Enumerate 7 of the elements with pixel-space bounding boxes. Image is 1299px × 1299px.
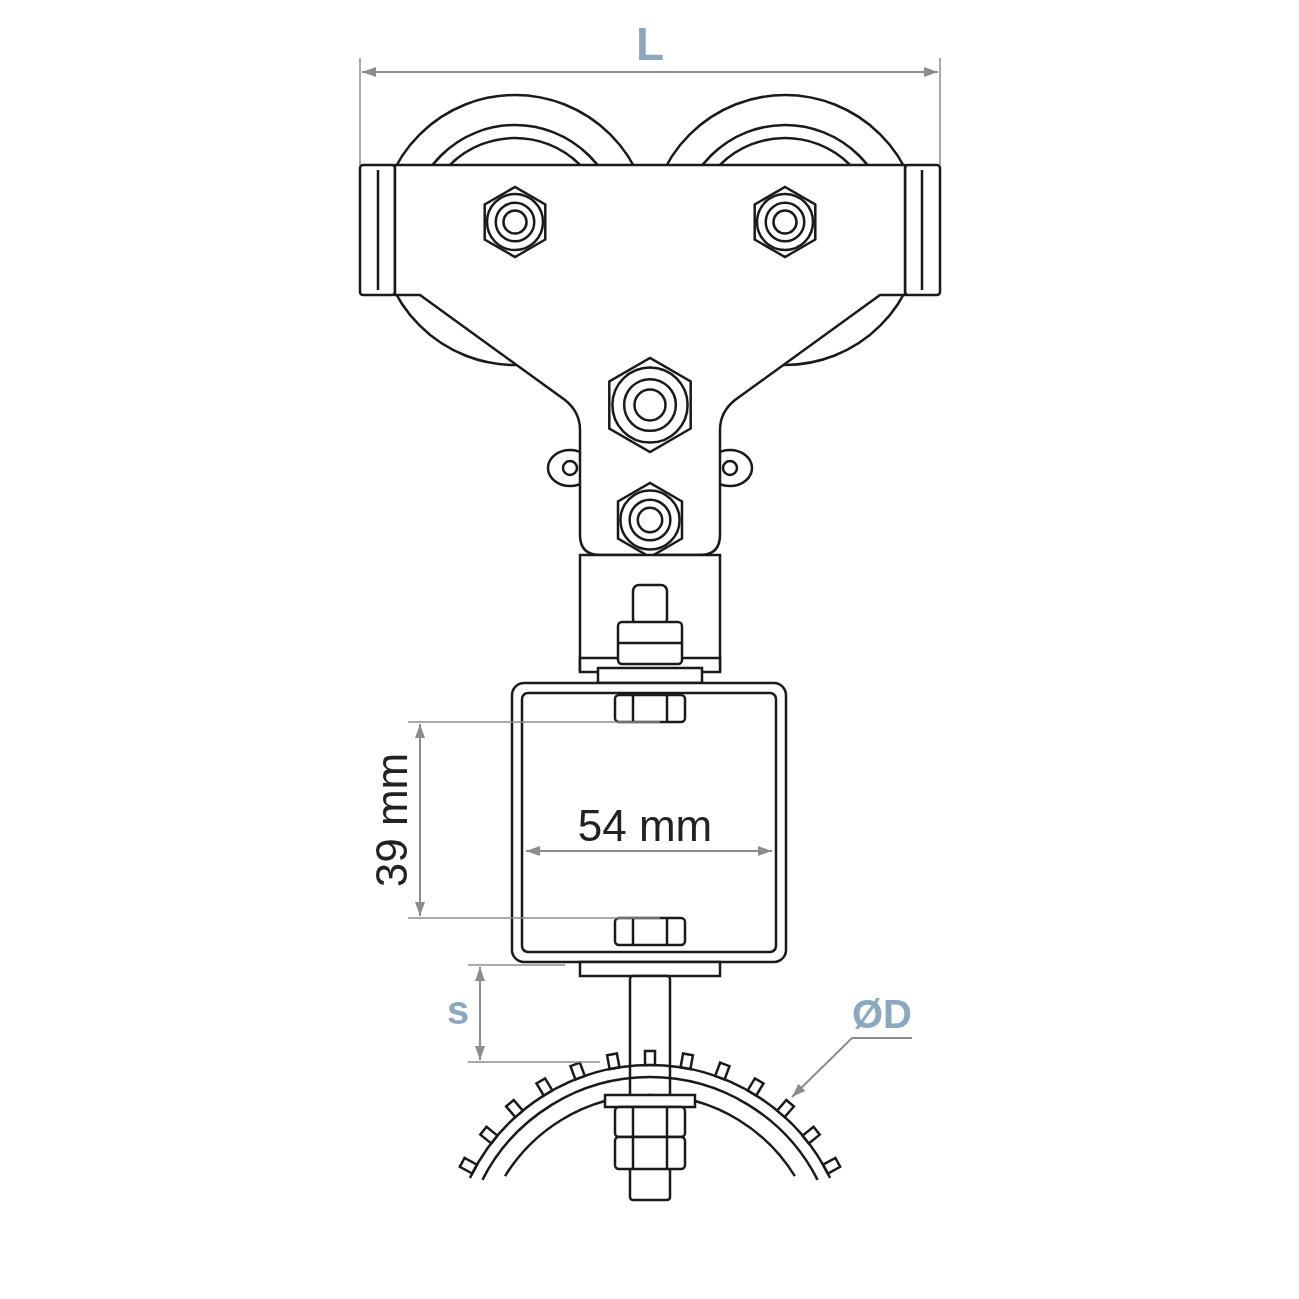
dimension-label: 39 mm bbox=[370, 752, 414, 888]
leader-line bbox=[791, 1037, 913, 1098]
dimension-label: 54 mm bbox=[577, 804, 713, 848]
callout-label: ØD bbox=[852, 994, 912, 1034]
dimension-label: s bbox=[446, 990, 470, 1030]
dimension-label: L bbox=[635, 21, 665, 67]
cable-clamp-drawing bbox=[458, 1049, 842, 1181]
